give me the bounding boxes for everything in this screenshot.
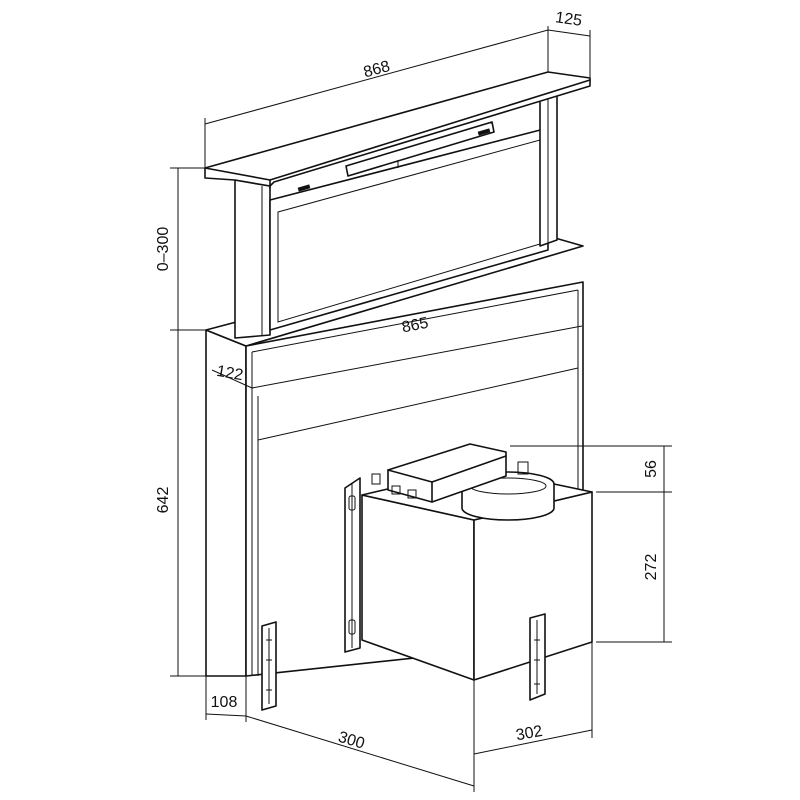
base-length-label: 300 xyxy=(336,729,367,753)
motor-height-label: 272 xyxy=(643,554,660,581)
rising-panel xyxy=(234,87,558,339)
base-depth-label: 108 xyxy=(211,694,238,711)
top-length-label: 868 xyxy=(362,58,392,81)
body-depth-label: 122 xyxy=(215,363,244,384)
dimension-labels: 868 125 0–300 865 122 642 108 300 302 56… xyxy=(155,9,660,752)
left-bracket xyxy=(344,477,361,653)
support-feet xyxy=(261,613,546,711)
body-height-label: 642 xyxy=(155,487,172,514)
dimension-lines xyxy=(170,26,672,792)
outlet-height-label: 56 xyxy=(643,460,660,478)
top-cap xyxy=(204,71,591,192)
top-depth-label: 125 xyxy=(554,9,583,30)
body-length-label: 865 xyxy=(400,315,430,337)
lift-height-label: 0–300 xyxy=(155,227,172,272)
motor-box xyxy=(361,443,593,681)
motor-depth-label: 302 xyxy=(515,723,544,744)
